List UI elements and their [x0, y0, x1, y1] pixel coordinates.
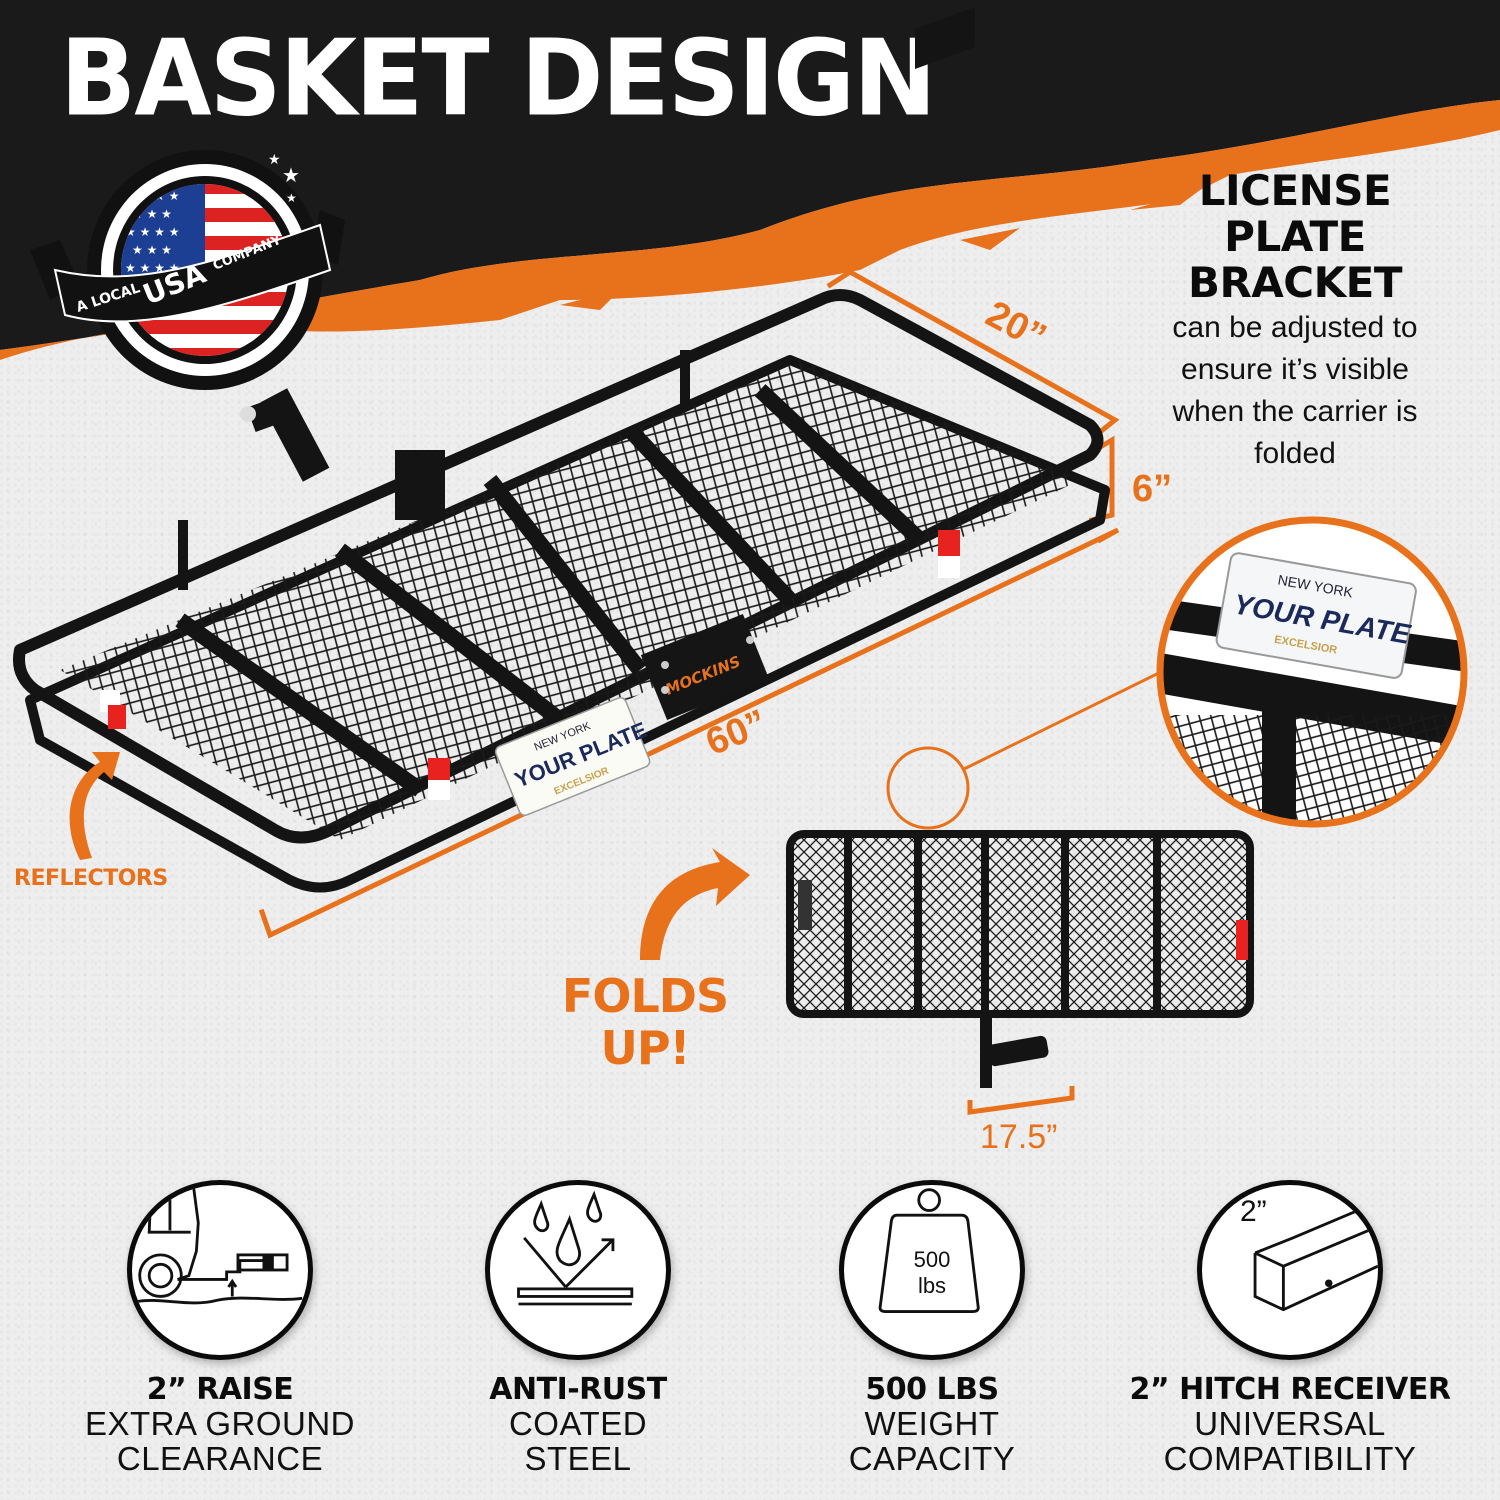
- feature-subtitle: COMPATIBILITY: [1163, 1440, 1417, 1477]
- feature-raise: 2” RAISE EXTRA GROUND CLEARANCE: [40, 1180, 400, 1476]
- vehicle-raise-icon: [127, 1180, 313, 1360]
- callout-description-line: folded: [1254, 437, 1336, 470]
- svg-text:★ ★ ★ ★: ★ ★ ★ ★: [125, 225, 179, 239]
- feature-subtitle: CLEARANCE: [116, 1440, 324, 1477]
- feature-subtitle: STEEL: [524, 1440, 632, 1477]
- hitch-size-label: 2”: [1240, 1195, 1267, 1228]
- folds-up-line: UP!: [600, 1021, 690, 1075]
- weight-value: 500: [913, 1247, 951, 1272]
- callout-title-line: BRACKET: [1187, 258, 1403, 307]
- svg-text:★ ★ ★: ★ ★ ★: [132, 243, 172, 257]
- water-repel-icon: [485, 1180, 671, 1360]
- callout-title-line: LICENSE: [1198, 166, 1392, 215]
- feature-subtitle: COATED: [508, 1405, 648, 1442]
- cargo-carrier-illustration: MOCKINS NEW YORK YOUR PLATE EXCELSIOR: [13, 7, 1468, 1115]
- feature-title: 500 LBS: [865, 1372, 999, 1407]
- feature-list: 2” RAISE EXTRA GROUND CLEARANCE ANTI-RUS…: [0, 1180, 1500, 1500]
- feature-weight: 500 lbs 500 LBS WEIGHT CAPACITY: [752, 1180, 1112, 1476]
- feature-title: 2” HITCH RECEIVER: [1129, 1372, 1451, 1407]
- callout-title-line: PLATE: [1224, 212, 1366, 261]
- feature-title: 2” RAISE: [146, 1372, 294, 1407]
- header-band: [0, 0, 1500, 360]
- feature-subtitle: EXTRA GROUND: [84, 1405, 356, 1442]
- weight-icon: 500 lbs: [839, 1180, 1025, 1360]
- feature-title: ANTI-RUST: [489, 1372, 667, 1407]
- folds-up-line: FOLDS: [561, 969, 729, 1023]
- callout-description-line: can be adjusted to: [1172, 311, 1418, 344]
- svg-text:★: ★: [286, 191, 297, 205]
- weight-unit: lbs: [917, 1273, 947, 1298]
- callout-description-line: when the carrier is: [1172, 395, 1418, 428]
- feature-anti-rust: ANTI-RUST COATED STEEL: [398, 1180, 758, 1476]
- hitch-receiver-icon: 2”: [1197, 1180, 1383, 1360]
- dimension-height: 6”: [1132, 468, 1173, 510]
- usa-flag-badge-icon: ★ ★ ★ ★ ★ ★ ★ ★ ★ ★ ★ ★ ★ ★ ★ ★ ★ ★ ★ ★ …: [30, 150, 345, 390]
- dimension-folded: 17.5”: [980, 1118, 1058, 1156]
- page-title: BASKET DESIGN: [60, 17, 937, 140]
- feature-subtitle: WEIGHT: [864, 1405, 1000, 1442]
- weight-icon-label: 500 lbs: [844, 1247, 1020, 1299]
- reflectors-label: REFLECTORS: [14, 866, 168, 891]
- svg-text:★: ★: [282, 163, 300, 187]
- license-plate-callout: LICENSE PLATE BRACKET can be adjusted to…: [1130, 168, 1460, 474]
- folds-up-label: FOLDS UP!: [545, 970, 745, 1074]
- svg-text:★: ★: [268, 152, 281, 168]
- feature-subtitle: UNIVERSAL: [1194, 1405, 1386, 1442]
- feature-hitch-receiver: 2” 2” HITCH RECEIVER UNIVERSAL COMPATIBI…: [1110, 1180, 1470, 1476]
- callout-description-line: ensure it’s visible: [1181, 353, 1409, 386]
- feature-subtitle: CAPACITY: [848, 1440, 1016, 1477]
